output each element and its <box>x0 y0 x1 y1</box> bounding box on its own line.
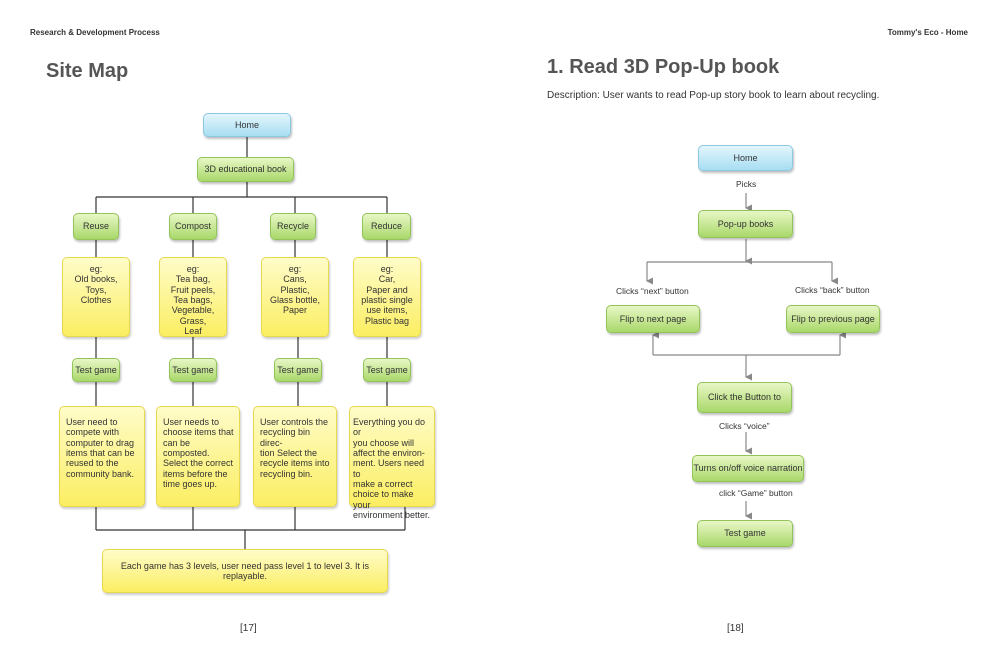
compost-game-desc: User needs to choose items that can be c… <box>156 406 240 507</box>
category-reduce-node: Reduce <box>362 213 411 240</box>
flow-description: Description: User wants to read Pop-up s… <box>547 90 880 101</box>
flow-home-node: Home <box>698 145 793 171</box>
voice-narration-node: Turns on/off voice narration <box>692 455 804 482</box>
flow-connectors <box>646 193 846 520</box>
click-button-node: Click the Button to <box>697 382 792 413</box>
header-left: Research & Development Process <box>30 28 160 37</box>
game-button-label: click “Game” button <box>719 488 793 498</box>
page-number-left: [17] <box>240 623 257 634</box>
category-reuse-node: Reuse <box>73 213 119 240</box>
compost-game-node: Test game <box>169 358 217 382</box>
category-recycle-node: Recycle <box>270 213 316 240</box>
back-button-label: Clicks “back” button <box>795 285 870 295</box>
site-map-connectors <box>95 137 406 549</box>
recycle-game-node: Test game <box>274 358 322 382</box>
flip-next-node: Flip to next page <box>606 305 700 333</box>
category-compost-node: Compost <box>169 213 217 240</box>
header-right: Tommy's Eco - Home <box>887 28 968 37</box>
recycle-game-desc: User controls the recycling bin direc- t… <box>253 406 337 507</box>
sitemap-home-node: Home <box>203 113 291 137</box>
levels-note-box: Each game has 3 levels, user need pass l… <box>102 549 388 593</box>
page-number-right: [18] <box>727 623 744 634</box>
reduce-game-desc: Everything you do or you choose will aff… <box>349 406 435 520</box>
flow-title: 1. Read 3D Pop-Up book <box>547 56 780 78</box>
flip-previous-node: Flip to previous page <box>786 305 880 333</box>
compost-examples-box: eg: Tea bag, Fruit peels, Tea bags, Vege… <box>159 257 227 337</box>
picks-label: Picks <box>736 179 757 189</box>
reduce-game-node: Test game <box>363 358 411 382</box>
recycle-examples-box: eg: Cans, Plastic, Glass bottle, Paper <box>261 257 329 337</box>
flow-test-game-node: Test game <box>697 520 793 547</box>
popup-books-node: Pop-up books <box>698 210 793 238</box>
next-button-label: Clicks “next” button <box>616 286 689 296</box>
sitemap-book-node: 3D educational book <box>197 157 294 182</box>
reuse-game-desc: User need to compete with computer to dr… <box>59 406 145 507</box>
reuse-examples-box: eg: Old books, Toys, Clothes <box>62 257 130 337</box>
reuse-game-node: Test game <box>72 358 120 382</box>
site-map-title: Site Map <box>46 60 129 82</box>
voice-label: Clicks “voice” <box>719 421 770 431</box>
reduce-examples-box: eg: Car, Paper and plastic single use it… <box>353 257 421 337</box>
